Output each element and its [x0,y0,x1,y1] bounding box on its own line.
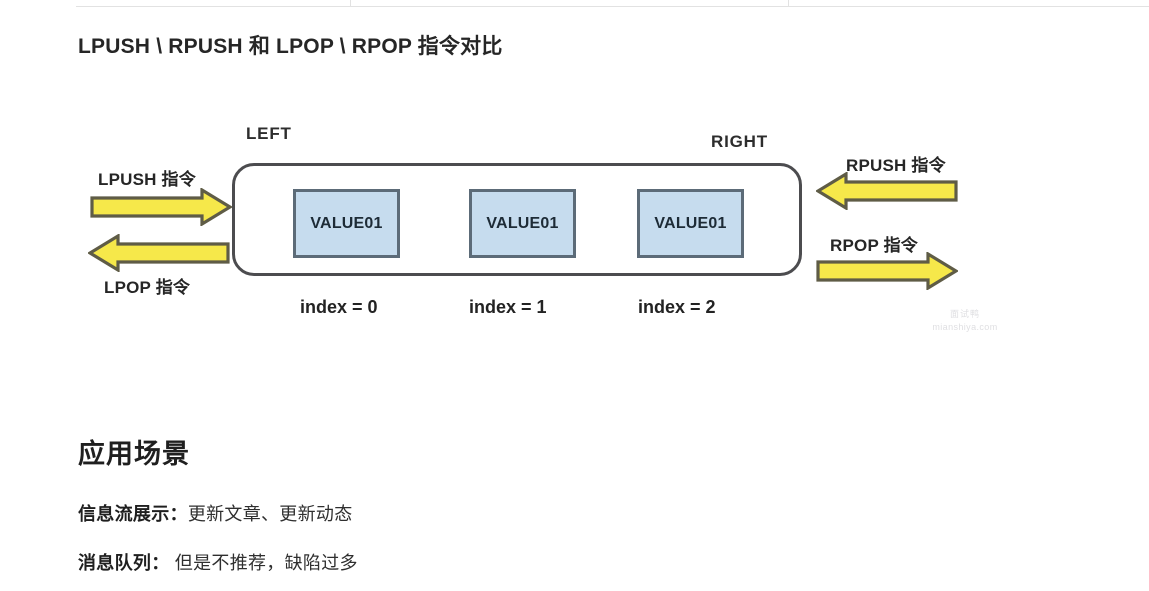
use-case-item: 消息队列： 但是不推荐，缺陷过多 [78,549,358,575]
rpop-command-label: RPOP 指令 [830,236,918,255]
use-case-label: 消息队列： [78,553,170,573]
use-case-text: 更新文章、更新动态 [187,504,353,524]
right-end-label: RIGHT [711,132,768,151]
rpop-arrow-right-icon [816,252,958,290]
value-box: VALUE01 [293,189,400,258]
index-label: index = 0 [300,297,378,317]
watermark: 面试鸭 mianshiya.com [925,308,1005,334]
table-cell-divider [350,0,351,7]
top-table-rule [76,0,1149,7]
table-cell-divider [788,0,789,7]
lpush-command-label: LPUSH 指令 [98,170,196,189]
left-end-label: LEFT [246,124,292,143]
value-box: VALUE01 [469,189,576,258]
rpush-command-label: RPUSH 指令 [846,156,946,175]
watermark-en: mianshiya.com [932,322,998,333]
use-case-text: 但是不推荐，缺陷过多 [169,553,358,573]
lpop-arrow-left-icon [88,234,230,272]
list-structure-diagram: VALUE01 VALUE01 VALUE01 index = 0 index … [88,124,1005,334]
lpop-command-label: LPOP 指令 [104,278,191,297]
section-heading-use-cases: 应用场景 [78,439,190,469]
index-label: index = 2 [638,297,716,317]
index-label: index = 1 [469,297,547,317]
lpush-arrow-right-icon [90,188,232,226]
use-case-label: 信息流展示： [78,504,188,524]
page-title: LPUSH \ RPUSH 和 LPOP \ RPOP 指令对比 [78,35,503,58]
value-box: VALUE01 [637,189,744,258]
use-case-item: 信息流展示：更新文章、更新动态 [78,500,353,526]
rpush-arrow-left-icon [816,172,958,210]
watermark-cn: 面试鸭 [949,309,980,319]
